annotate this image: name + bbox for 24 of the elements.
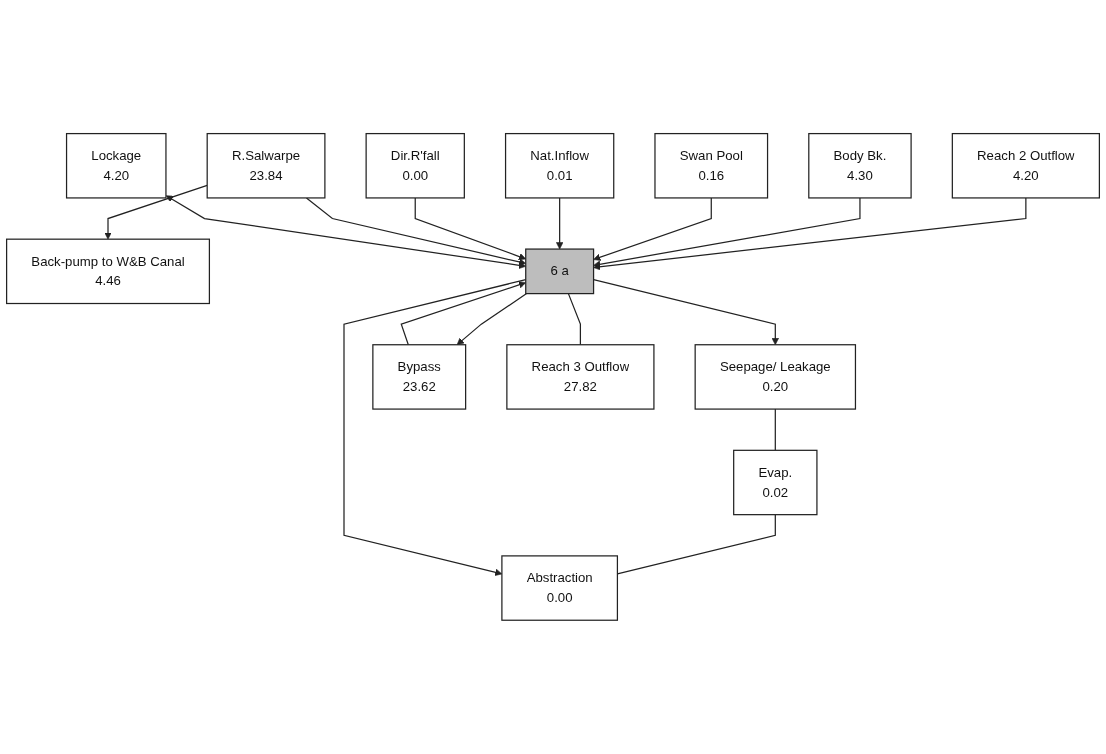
node-box: Dir.R'fall 0.00: [365, 133, 465, 199]
node-box: Reach 3 Outflow 27.82: [506, 344, 655, 410]
arrow: [456, 293, 528, 346]
arrow: [593, 197, 861, 268]
node-box: Evap. 0.02: [733, 449, 818, 516]
node-box: Abstraction 0.00: [501, 555, 619, 621]
connector: [567, 293, 581, 346]
node-box: Back-pump to W&B Canal 4.46: [6, 238, 210, 305]
node-box: Bypass 23.62: [372, 344, 467, 410]
arrow: [593, 197, 1027, 271]
arrow: [593, 197, 712, 261]
connector: [774, 408, 776, 451]
node-box: 6 a: [525, 248, 595, 295]
node-box: Lockage 4.20: [65, 133, 167, 199]
arrow: [104, 184, 208, 240]
arrow: [343, 279, 527, 576]
node-box: Reach 2 Outflow 4.20: [951, 133, 1100, 199]
node-box: Swan Pool 0.16: [654, 133, 769, 199]
arrow: [400, 281, 527, 346]
node-box: Seepage/ Leakage 0.20: [694, 344, 857, 410]
node-box: Body Bk. 4.30: [808, 133, 912, 199]
arrow: [556, 197, 564, 250]
node-box: Nat.Inflow 0.01: [504, 133, 615, 199]
node-box: R.Salwarpe 23.84: [206, 133, 326, 199]
